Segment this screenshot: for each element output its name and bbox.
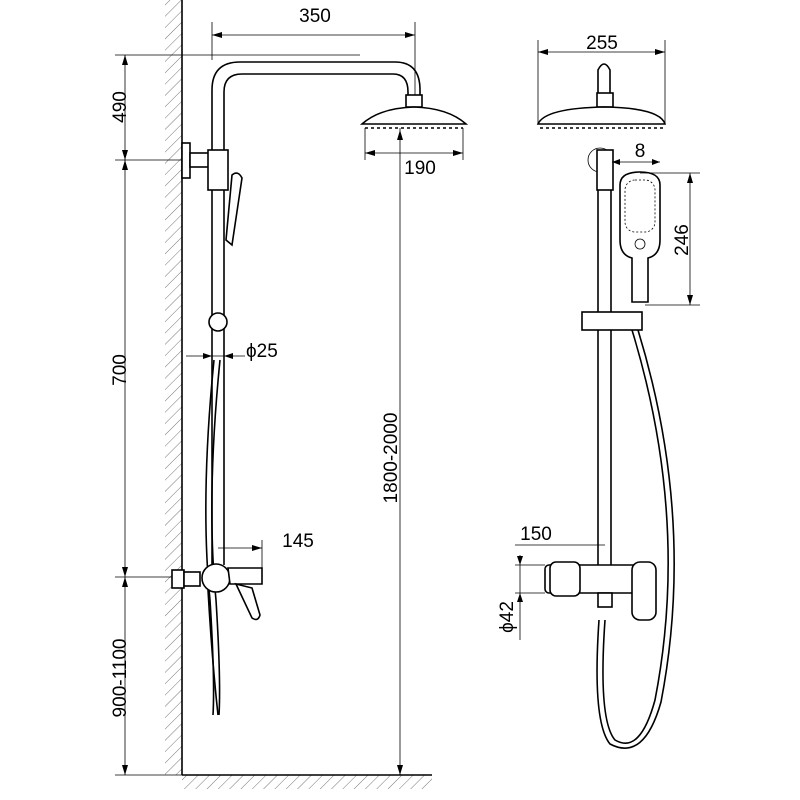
dim-phi42: ϕ42 bbox=[497, 601, 518, 633]
dim-phi25: ϕ25 bbox=[246, 341, 278, 362]
dim-255: 255 bbox=[586, 33, 618, 54]
dim-145: 145 bbox=[282, 531, 314, 552]
dim-700: 700 bbox=[110, 354, 131, 386]
front-view-shower bbox=[536, 63, 675, 749]
dim-490: 490 bbox=[110, 91, 131, 123]
height-dimension-chain bbox=[115, 54, 360, 776]
dim-350: 350 bbox=[299, 6, 331, 27]
dim-8: 8 bbox=[635, 141, 646, 162]
dim-1800-2000: 1800-2000 bbox=[381, 413, 402, 504]
floor bbox=[182, 774, 432, 789]
dim-190: 190 bbox=[404, 158, 436, 179]
wall bbox=[165, 0, 183, 775]
dim-lines-front bbox=[515, 40, 700, 640]
dim-246: 246 bbox=[672, 224, 693, 256]
dim-150: 150 bbox=[520, 524, 552, 545]
side-view-shower bbox=[171, 61, 469, 716]
dim-900-1100: 900-1100 bbox=[110, 639, 131, 718]
dim-lines-side bbox=[186, 22, 464, 775]
